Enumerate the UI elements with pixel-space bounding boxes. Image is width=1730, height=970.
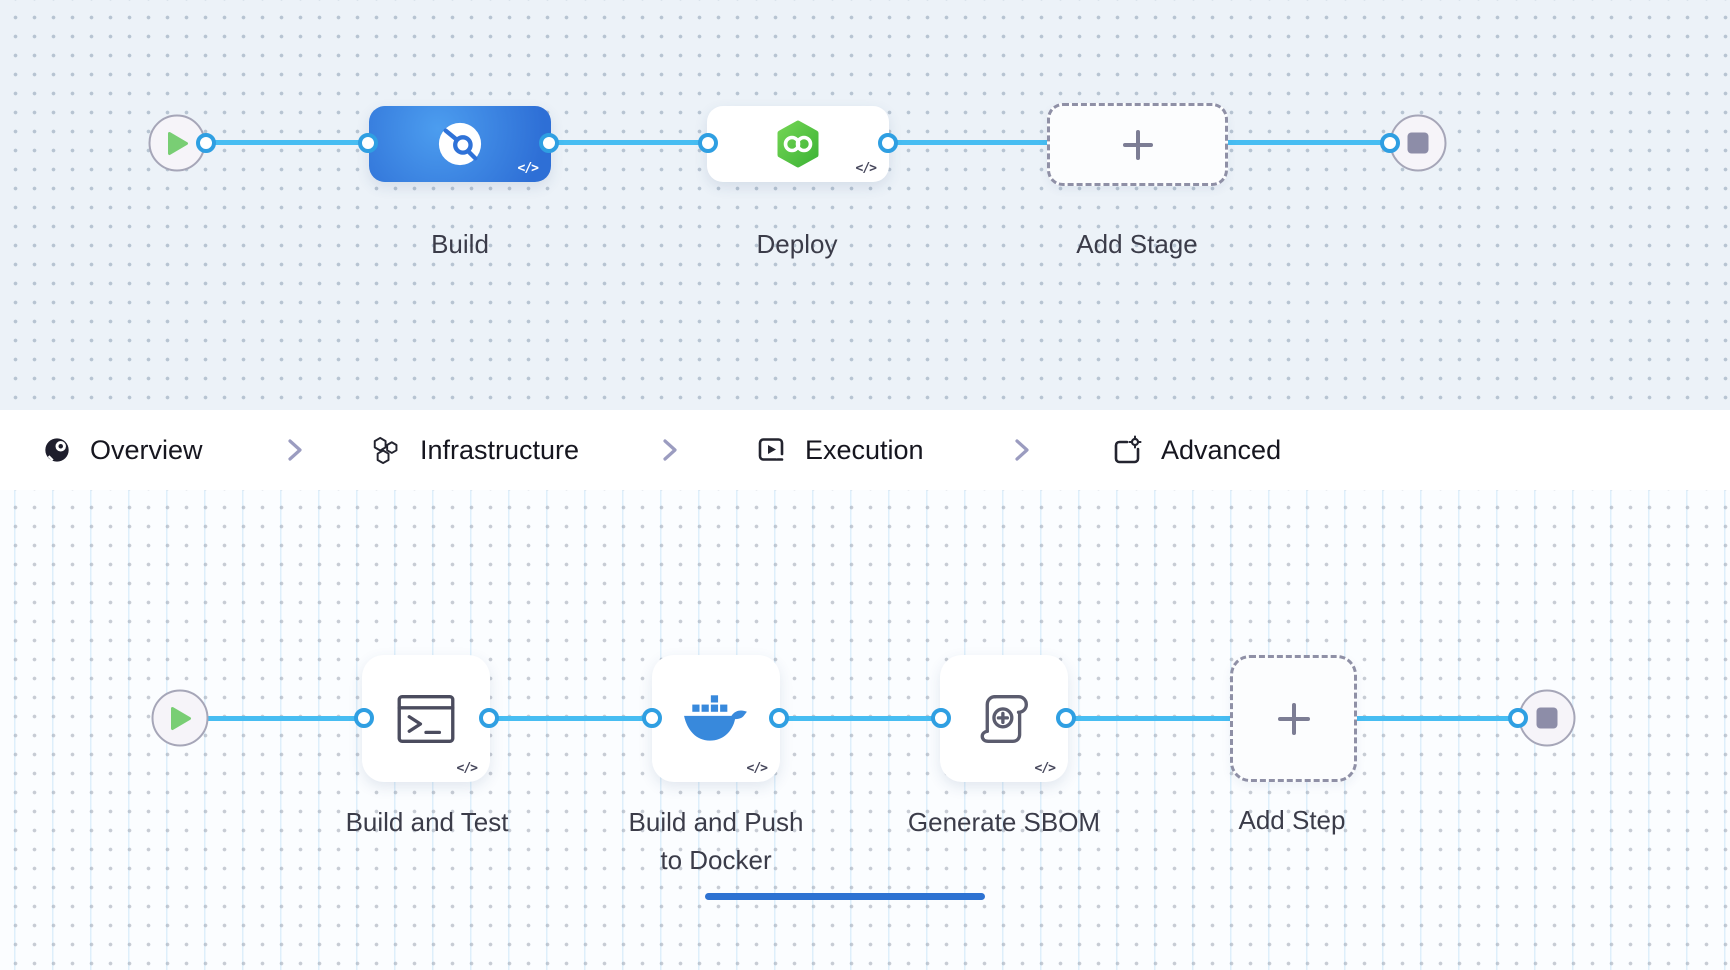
connector-port[interactable]: [1508, 708, 1528, 728]
connector-port[interactable]: [354, 708, 374, 728]
code-view-badge[interactable]: </>: [855, 161, 878, 176]
connector-port[interactable]: [642, 708, 662, 728]
step-label-line1: Build and Push: [628, 807, 804, 837]
stage-canvas[interactable]: </> </>: [0, 0, 1730, 410]
cd-deploy-stage-icon: [774, 120, 822, 168]
execution-step-canvas[interactable]: </> </>: [0, 490, 1730, 970]
code-view-badge[interactable]: </>: [746, 761, 769, 776]
step-card-build-and-test[interactable]: </>: [362, 655, 490, 782]
tab-label: Advanced: [1161, 434, 1282, 465]
chevron-right-icon: [1010, 436, 1034, 464]
step-label-generate-sbom: Generate SBOM: [907, 807, 1101, 837]
connector-port[interactable]: [1380, 133, 1400, 153]
stage-config-tabbar: Overview Infrastructure: [0, 410, 1730, 900]
add-step-button[interactable]: [1230, 655, 1357, 782]
play-icon: [169, 706, 191, 730]
chevron-right-icon: [658, 436, 682, 464]
docker-icon: [682, 693, 750, 745]
plus-icon: [1121, 128, 1155, 162]
overview-icon: [43, 436, 71, 464]
step-connector-line: [180, 716, 1547, 721]
connector-port[interactable]: [479, 708, 499, 728]
code-view-badge[interactable]: </>: [1034, 761, 1057, 776]
terminal-icon: [397, 694, 455, 744]
step-label-build-and-test: Build and Test: [345, 807, 509, 837]
tab-label: Execution: [805, 434, 924, 465]
chevron-right-icon: [283, 436, 307, 464]
add-stage-button[interactable]: [1047, 103, 1228, 186]
step-card-build-and-push-to-docker[interactable]: </>: [652, 655, 780, 782]
advanced-icon: [1112, 435, 1142, 465]
tab-label: Infrastructure: [420, 434, 580, 465]
stage-card-build[interactable]: </>: [369, 106, 551, 182]
add-stage-label: Add Stage: [1076, 229, 1198, 259]
connector-port[interactable]: [878, 133, 898, 153]
pipeline-start-node: [148, 114, 206, 172]
execution-icon: [756, 435, 786, 465]
tab-execution[interactable]: Execution: [756, 410, 924, 490]
infrastructure-icon: [370, 435, 401, 466]
scroll-plus-icon: [975, 690, 1033, 748]
stop-icon: [1407, 132, 1429, 154]
active-tab-underline: [705, 893, 985, 900]
plus-icon: [1275, 700, 1313, 738]
stage-card-deploy[interactable]: </>: [707, 106, 889, 182]
ci-build-stage-icon: [437, 121, 483, 167]
tab-label: Overview: [90, 434, 203, 465]
play-icon: [166, 131, 188, 155]
connector-port[interactable]: [539, 133, 559, 153]
tab-overview[interactable]: Overview: [43, 410, 203, 490]
connector-port[interactable]: [698, 133, 718, 153]
connector-port[interactable]: [931, 708, 951, 728]
tab-advanced[interactable]: Advanced: [1112, 410, 1281, 490]
connector-port[interactable]: [769, 708, 789, 728]
steps-start-node: [151, 689, 209, 747]
step-label-line2: to Docker: [660, 845, 772, 875]
add-step-label: Add Step: [1238, 805, 1346, 835]
connector-port[interactable]: [1056, 708, 1076, 728]
stage-label-deploy: Deploy: [756, 229, 838, 259]
code-view-badge[interactable]: </>: [517, 161, 540, 176]
code-view-badge[interactable]: </>: [456, 761, 479, 776]
connector-port[interactable]: [358, 133, 378, 153]
stop-icon: [1536, 707, 1558, 729]
step-card-generate-sbom[interactable]: </>: [940, 655, 1068, 782]
stage-label-build: Build: [431, 229, 489, 259]
connector-port[interactable]: [196, 133, 216, 153]
step-label-build-and-push-to-docker: Build and Push to Docker: [629, 803, 804, 879]
tab-infrastructure[interactable]: Infrastructure: [370, 410, 579, 490]
